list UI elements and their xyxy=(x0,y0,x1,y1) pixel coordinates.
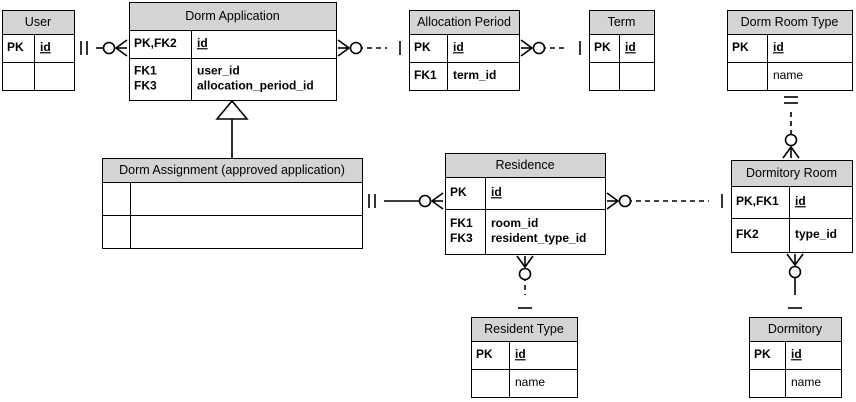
attribute-label: id xyxy=(795,194,806,208)
entity-row: FK1 term_id xyxy=(414,68,496,82)
key-label: PK xyxy=(476,347,493,361)
relationship-residence-dormitory-room[interactable] xyxy=(606,192,723,210)
entity-row: PK id xyxy=(594,40,636,54)
entity-header xyxy=(445,153,606,178)
relationship-user-dorm-application[interactable] xyxy=(80,39,128,57)
cardinality-zero-circle xyxy=(349,41,363,55)
attribute-label: id xyxy=(491,185,502,199)
entity-row: PK,FK1 id xyxy=(736,194,806,208)
key-label: FK2 xyxy=(736,227,759,241)
relationship-dorm-room-type-dormitory-room[interactable] xyxy=(782,96,800,159)
entity-title: Dormitory Room xyxy=(746,166,837,180)
cardinality-zero-circle xyxy=(784,133,798,147)
key-label: FK1 xyxy=(414,68,437,82)
key-label: FK1 xyxy=(450,216,473,230)
relationship-allocation-period-term[interactable] xyxy=(520,39,581,57)
entity-title: Allocation Period xyxy=(417,15,511,29)
entity-title: Term xyxy=(608,15,636,29)
entity-header xyxy=(727,10,853,35)
key-label: FK1 xyxy=(134,64,157,78)
entity-row: PK id xyxy=(414,40,464,54)
entity-row: PK id xyxy=(754,347,802,361)
entity-dorm-assignment[interactable]: Dorm Assignment (approved application) xyxy=(102,158,363,249)
attribute-label: id xyxy=(791,347,802,361)
cardinality-zero-circle xyxy=(618,194,632,208)
attribute-label: user_id xyxy=(197,64,240,78)
attribute-label: id xyxy=(197,36,208,50)
key-label: PK,FK2 xyxy=(134,36,177,50)
entity-title: User xyxy=(25,15,51,29)
entity-header xyxy=(129,2,337,31)
attribute-label: allocation_period_id xyxy=(197,79,314,93)
key-label: PK xyxy=(7,40,24,54)
entity-row: PK id xyxy=(7,40,51,54)
entity-title: Dorm Room Type xyxy=(741,15,839,29)
attribute-label: id xyxy=(773,40,784,54)
entity-title: Residence xyxy=(495,158,554,172)
key-label: FK3 xyxy=(134,79,157,93)
entity-title: Dorm Assignment (approved application) xyxy=(119,163,345,177)
relationship-dorm-application-allocation-period[interactable] xyxy=(337,39,401,57)
entity-header xyxy=(471,317,578,342)
entity-row: name xyxy=(773,68,803,82)
cardinality-zero-circle xyxy=(102,41,116,55)
entity-header xyxy=(409,10,520,35)
key-label: FK3 xyxy=(450,231,473,245)
key-label: PK xyxy=(754,347,771,361)
attribute-label: name xyxy=(791,375,821,389)
attribute-label: name xyxy=(515,375,545,389)
attribute-label: type_id xyxy=(795,227,837,241)
attribute-label: resident_type_id xyxy=(491,231,586,245)
inheritance-dorm-assignment-inherits-dorm-application[interactable] xyxy=(215,99,249,158)
entity-header xyxy=(2,10,75,35)
relationship-residence-resident-type[interactable] xyxy=(516,255,534,309)
cardinality-zero-circle xyxy=(532,41,546,55)
entity-row: PK,FK2 id xyxy=(134,36,208,50)
key-label: PK xyxy=(414,40,431,54)
relationship-dormitory-room-dormitory[interactable] xyxy=(786,253,804,309)
entity-title: Resident Type xyxy=(484,322,564,336)
entity-header xyxy=(589,10,655,35)
key-label: PK xyxy=(594,40,611,54)
entity-row: FK2 type_id xyxy=(736,227,837,241)
cardinality-zero-circle xyxy=(518,267,532,281)
cardinality-zero-circle xyxy=(788,265,802,279)
entity-header xyxy=(749,317,842,342)
entity-row: PK id xyxy=(476,347,526,361)
attribute-label: id xyxy=(515,347,526,361)
key-label: PK xyxy=(732,40,749,54)
inheritance-triangle-icon xyxy=(215,99,249,120)
entity-header xyxy=(102,158,363,183)
entity-title: Dorm Application xyxy=(185,9,280,23)
attribute-label: id xyxy=(453,40,464,54)
key-label: PK xyxy=(450,185,467,199)
attribute-label: room_id xyxy=(491,216,538,230)
entity-title: Dormitory xyxy=(768,322,823,336)
entity-row: name xyxy=(515,375,545,389)
entity-header xyxy=(731,160,853,187)
relationship-dorm-assignment-residence[interactable] xyxy=(368,192,444,210)
entity-row: PK id xyxy=(450,185,502,199)
entity-row: PK id xyxy=(732,40,784,54)
cardinality-zero-circle xyxy=(418,194,432,208)
attribute-label: name xyxy=(773,68,803,82)
attribute-label: id xyxy=(625,40,636,54)
key-label: PK,FK1 xyxy=(736,194,779,208)
entity-row: name xyxy=(791,375,821,389)
attribute-label: id xyxy=(40,40,51,54)
attribute-label: term_id xyxy=(453,68,496,82)
